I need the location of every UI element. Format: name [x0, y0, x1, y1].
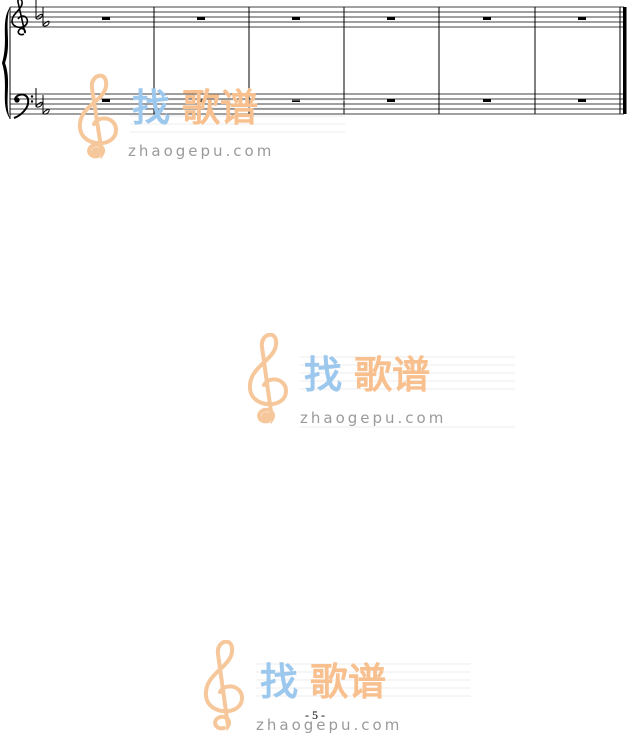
whole-rest [197, 99, 205, 102]
whole-rest [102, 17, 110, 20]
treble-clef-watermark-icon [77, 73, 119, 160]
bass-rests [102, 99, 586, 102]
key-signature-bass [35, 88, 50, 115]
whole-rest [102, 99, 110, 102]
watermark-logo: 找 歌谱 zhaogepu.com [70, 66, 350, 166]
whole-rest [387, 99, 395, 102]
whole-rest [578, 17, 586, 20]
system-brace [2, 7, 10, 119]
music-score-system [2, 0, 627, 119]
watermark-char: 找 [304, 353, 342, 397]
watermark-char: 歌谱 [354, 353, 430, 397]
whole-rest [197, 17, 205, 20]
bass-clef [13, 93, 34, 119]
whole-rest [578, 99, 586, 102]
watermark-char: 找 [260, 660, 298, 704]
watermark-char: 歌谱 [310, 660, 386, 704]
page-number: - 5 - [305, 708, 325, 722]
watermark-domain: zhaogepu.com [128, 142, 274, 160]
whole-rest [292, 17, 300, 20]
whole-rest [292, 99, 300, 102]
treble-rests [102, 17, 586, 20]
barlines [153, 7, 536, 114]
bass-staff [10, 93, 624, 115]
key-signature-treble [35, 0, 50, 27]
treble-clef-watermark-icon [247, 333, 289, 425]
watermark-char: 歌谱 [182, 86, 258, 130]
watermark-logo: 找 歌谱 zhaogepu.com [240, 333, 520, 433]
watermark-char: 找 [132, 86, 170, 130]
whole-rest [483, 99, 491, 102]
whole-rest [483, 17, 491, 20]
whole-rest [387, 17, 395, 20]
final-barline-thick [623, 7, 627, 114]
watermark-logo: 找 歌谱 zhaogepu.com [196, 640, 476, 740]
watermark-domain: zhaogepu.com [300, 409, 446, 427]
treble-staff [10, 6, 624, 28]
treble-clef [11, 0, 29, 36]
treble-clef-watermark-icon [203, 640, 245, 732]
